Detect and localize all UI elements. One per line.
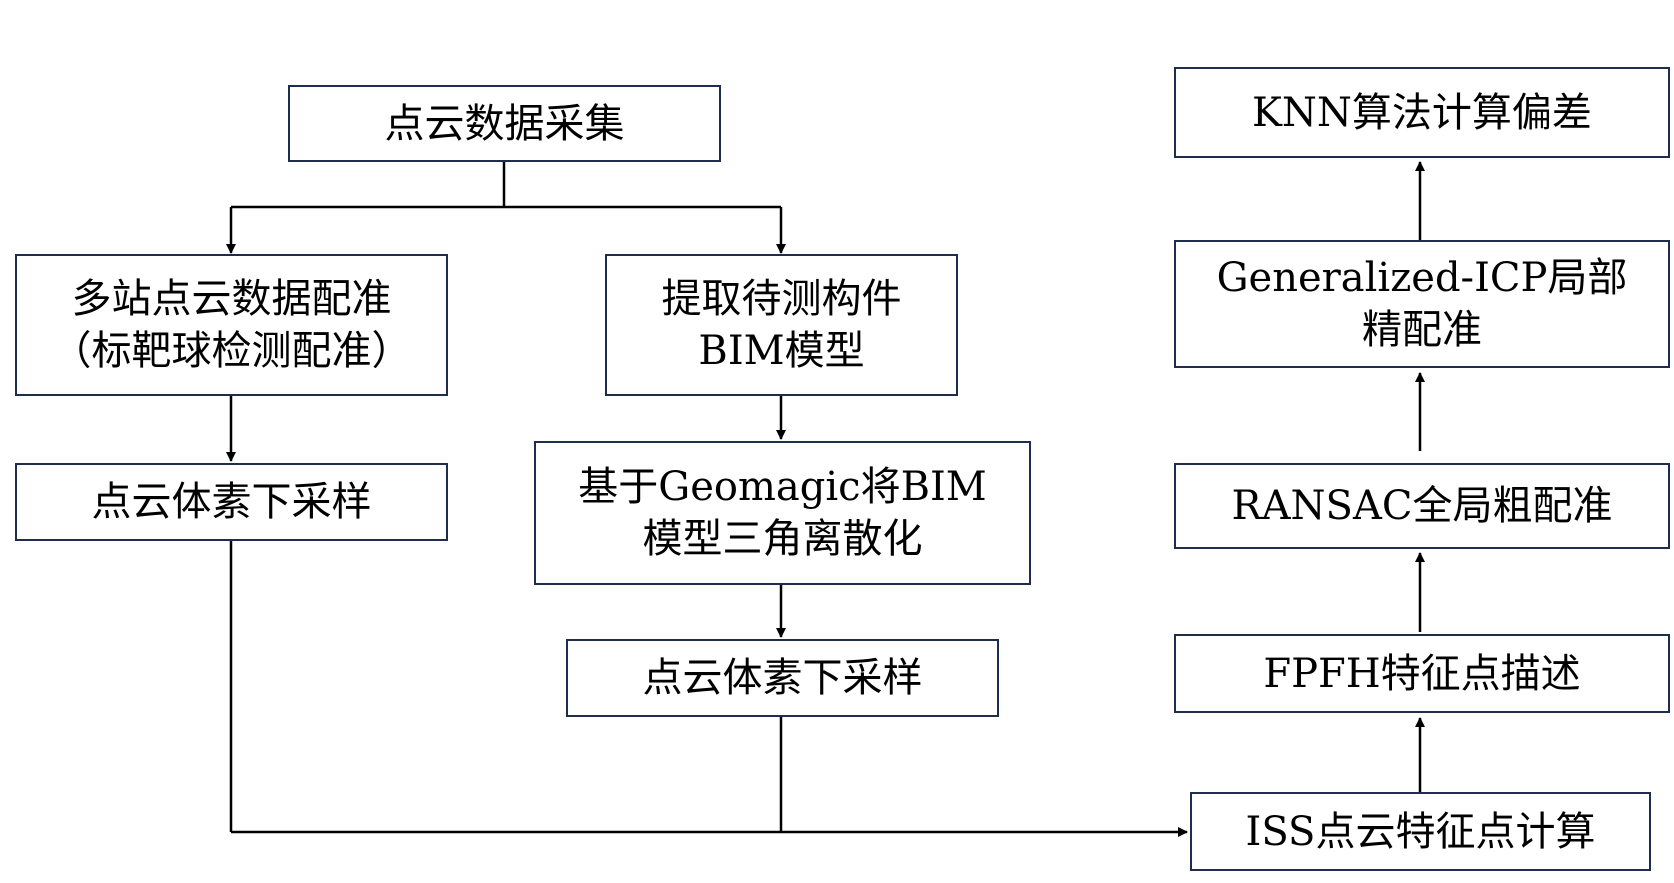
node-multi-station-registration-line-1: 多站点云数据配准 bbox=[71, 276, 392, 322]
node-ransac-label: RANSAC全局粗配准 bbox=[1231, 483, 1613, 529]
node-voxel-downsample-bim: 点云体素下采样 bbox=[566, 639, 999, 717]
node-knn: KNN算法计算偏差 bbox=[1174, 67, 1670, 158]
node-discretize-bim-line-2: 模型三角离散化 bbox=[642, 516, 923, 562]
node-voxel-downsample-scan: 点云体素下采样 bbox=[15, 463, 448, 541]
node-gicp: Generalized-ICP局部 精配准 bbox=[1174, 240, 1670, 368]
node-fpfh-label: FPFH特征点描述 bbox=[1263, 650, 1581, 697]
node-voxel-downsample-scan-label: 点云体素下采样 bbox=[91, 479, 372, 525]
node-ransac: RANSAC全局粗配准 bbox=[1174, 463, 1670, 549]
node-extract-bim-line-2: BIM模型 bbox=[698, 328, 865, 374]
node-knn-label: KNN算法计算偏差 bbox=[1252, 89, 1592, 136]
node-discretize-bim-line-1: 基于Geomagic将BIM bbox=[578, 464, 987, 510]
node-iss-keypoints-label: ISS点云特征点计算 bbox=[1245, 808, 1596, 855]
node-acquisition-label: 点云数据采集 bbox=[384, 100, 625, 147]
node-multi-station-registration-line-2: （标靶球检测配准） bbox=[51, 328, 412, 374]
node-gicp-line-1: Generalized-ICP局部 bbox=[1216, 255, 1628, 301]
node-discretize-bim: 基于Geomagic将BIM 模型三角离散化 bbox=[534, 441, 1031, 585]
node-extract-bim-line-1: 提取待测构件 bbox=[661, 276, 902, 322]
node-acquisition: 点云数据采集 bbox=[288, 85, 721, 162]
node-gicp-line-2: 精配准 bbox=[1362, 307, 1482, 353]
node-iss-keypoints: ISS点云特征点计算 bbox=[1190, 792, 1651, 871]
node-fpfh: FPFH特征点描述 bbox=[1174, 634, 1670, 713]
node-voxel-downsample-bim-label: 点云体素下采样 bbox=[642, 655, 923, 701]
node-extract-bim: 提取待测构件 BIM模型 bbox=[605, 254, 958, 396]
node-multi-station-registration: 多站点云数据配准 （标靶球检测配准） bbox=[15, 254, 448, 396]
